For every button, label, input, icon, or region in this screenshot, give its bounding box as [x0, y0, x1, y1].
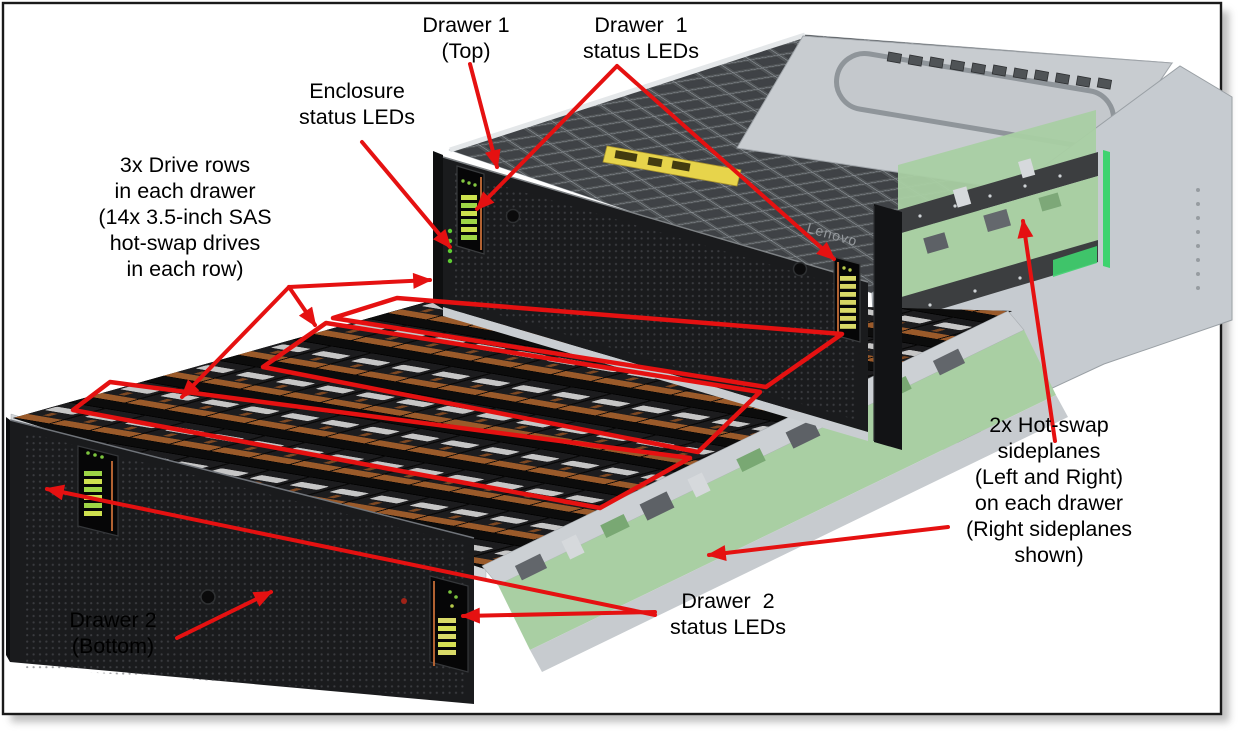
label-drawer1-status-leds: Drawer 1 status LEDs — [583, 13, 699, 63]
arrow-sideplane-drawer1 — [1017, 218, 1057, 443]
label-drawer2-status-leds: Drawer 2 status LEDs — [670, 589, 786, 639]
rail-screw-holes — [918, 174, 1062, 307]
arrow-drawer1-leds-left — [475, 64, 619, 211]
drawer2-base-rail — [530, 395, 1068, 672]
drive-row-outline-rear — [330, 295, 845, 390]
drawer1-bezel-perforation — [455, 172, 856, 420]
drive-row-outline-middle — [260, 320, 763, 455]
rear-connector-row — [886, 51, 1113, 90]
drawer1-thumbscrew-right — [792, 261, 808, 277]
drive-row-outline-front — [70, 379, 693, 511]
drawer1-right-sideplane-upper — [898, 110, 1096, 222]
drawer1-side-rail-bottom — [898, 240, 1098, 322]
enclosure-chassis — [448, 32, 1233, 468]
arrow-enclosure-leds — [360, 140, 452, 249]
drawer1-bezel-top-edge — [442, 156, 869, 283]
drawer2-thumbscrew — [200, 589, 216, 605]
drawer2-fault-dot — [401, 598, 407, 604]
drawer2-right-status-leds — [438, 618, 456, 655]
drawer1-right-status-leds — [840, 276, 856, 329]
label-drawer1-top: Drawer 1 (Top) — [422, 13, 510, 63]
drawer2-bezel-edge — [6, 417, 10, 662]
chassis-rivets — [1196, 188, 1200, 290]
drawer1-right-ear-post — [874, 204, 902, 450]
arrow-drive-row-front — [180, 285, 291, 399]
drawer2-left-led-module — [77, 445, 119, 537]
label-drive-rows: 3x Drive rows in each drawer (14x 3.5-in… — [98, 153, 272, 281]
drawer1-thumbscrew-left — [505, 208, 521, 224]
label-enclosure-status-leds: Enclosure status LEDs — [299, 79, 415, 129]
arrow-drawer1-top — [468, 62, 501, 170]
bay-latch-tab — [1053, 246, 1097, 277]
arrow-drawer2-leds-right — [460, 607, 657, 624]
arrow-drawer1-leds-right — [615, 64, 836, 261]
arrow-drawer2-leds-left — [44, 484, 657, 617]
drawer1-side-rail-top — [898, 152, 1098, 234]
drawer2-right-sideplane — [498, 330, 1056, 650]
arrow-drawer2-bottom — [175, 590, 274, 640]
drawer2-bezel-top-edge — [9, 419, 475, 539]
label-sideplanes: 2x Hot-swap sideplanes (Left and Right) … — [965, 413, 1133, 567]
arrow-drive-row-middle — [287, 285, 317, 327]
bay-guide-strip — [1103, 150, 1110, 268]
sideplane-components — [923, 158, 1062, 254]
drawer2-right-led-module — [429, 575, 469, 673]
drawer1-left-status-leds — [461, 195, 477, 240]
enclosure-top-left-rail — [449, 32, 806, 153]
drawer2-bezel-perforation — [24, 432, 464, 698]
arrow-sideplane-drawer2 — [706, 525, 950, 561]
label-drawer2-bottom: Drawer 2 (Bottom) — [69, 608, 157, 658]
drawer1-left-led-module — [456, 165, 485, 255]
warning-label-marks — [614, 150, 691, 172]
red-annotations — [44, 62, 1057, 640]
drawer1-right-led-module — [833, 256, 861, 343]
arrow-drive-row-rear — [287, 272, 433, 289]
